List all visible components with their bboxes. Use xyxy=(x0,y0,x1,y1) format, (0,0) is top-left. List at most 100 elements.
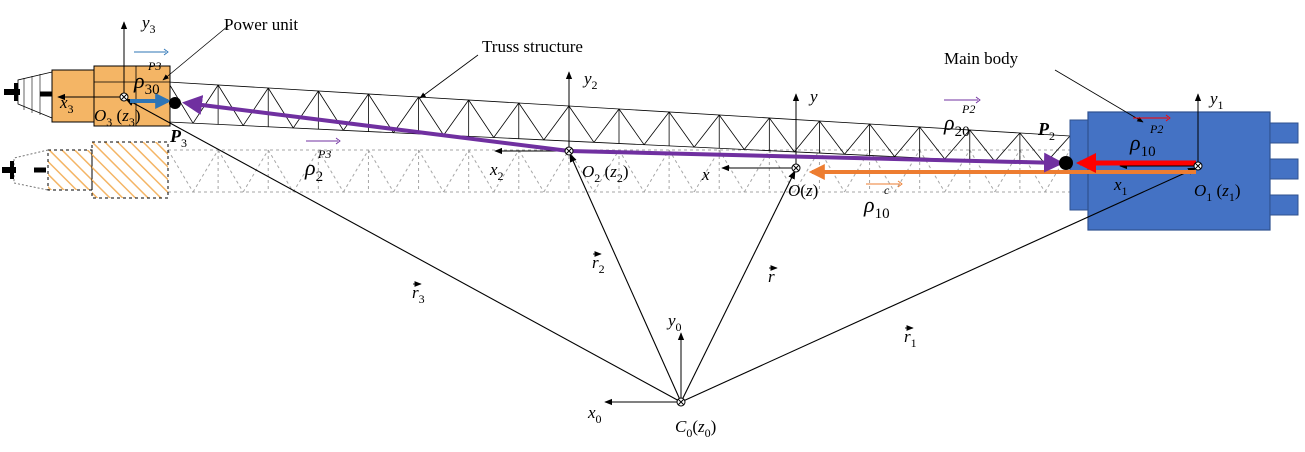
reference-truss-member xyxy=(643,149,670,193)
truss-member xyxy=(618,108,645,145)
truss-member xyxy=(769,117,795,153)
truss-member xyxy=(869,123,895,157)
truss-member xyxy=(794,120,820,153)
truss-member xyxy=(543,105,570,141)
reference-truss-member xyxy=(342,149,369,193)
truss-member xyxy=(267,87,294,129)
truss-member xyxy=(994,132,1021,162)
axis-y-label: y xyxy=(808,87,818,106)
reference-truss-member xyxy=(393,149,419,193)
label-rho2-p3: ρ2 P3 xyxy=(304,137,341,185)
origin-o1-label: O1 (z1) xyxy=(1194,181,1241,204)
truss-member xyxy=(493,102,520,138)
label-r3: r3 xyxy=(412,281,425,306)
truss-member xyxy=(743,117,770,150)
svg-text:ρ30: ρ30 xyxy=(133,68,160,98)
svg-text:P3: P3 xyxy=(147,59,161,73)
reference-truss-member xyxy=(618,149,645,193)
callout-leaders xyxy=(162,25,1144,123)
origin-c0-marker xyxy=(676,397,686,407)
origin-o2-label: O2 (z2) xyxy=(582,162,629,185)
reference-truss-member xyxy=(793,149,820,193)
reference-truss-member xyxy=(593,149,620,193)
axis-x-label: x xyxy=(701,165,710,184)
relative-vectors xyxy=(130,93,1196,180)
svg-text:P3: P3 xyxy=(317,147,331,161)
truss-member xyxy=(668,111,695,148)
reference-truss-member xyxy=(418,149,445,193)
point-p2-label: P2 xyxy=(1037,119,1055,143)
origin-o-label: O(z) xyxy=(788,181,818,200)
axis-x2-label: x2 xyxy=(489,160,504,183)
reference-truss-member xyxy=(743,149,770,193)
origin-o1-marker xyxy=(1193,161,1203,171)
vector-r xyxy=(680,170,796,403)
truss-member xyxy=(292,90,319,129)
truss-member xyxy=(443,99,469,136)
vector-r1 xyxy=(680,167,1197,403)
svg-text:ρ2: ρ2 xyxy=(304,155,323,185)
reference-truss-member xyxy=(217,149,244,193)
truss-member xyxy=(418,96,444,136)
origin-c0-label: C0(z0) xyxy=(675,417,716,440)
frame-o3-axes xyxy=(57,21,128,101)
axis-x1-label: x1 xyxy=(1113,175,1128,198)
frame-c0-axes xyxy=(604,332,685,406)
axis-y2-label: y2 xyxy=(582,69,598,92)
reference-truss-member xyxy=(543,149,570,193)
svg-text:c: c xyxy=(884,183,890,197)
reference-truss-member xyxy=(267,149,294,193)
truss-member xyxy=(468,99,495,138)
axis-x3-label: x3 xyxy=(59,93,74,116)
reference-truss-member xyxy=(368,149,394,193)
truss-member xyxy=(393,96,419,133)
point-p3-dot xyxy=(169,97,181,109)
axis-x0-label: x0 xyxy=(587,403,602,426)
reference-power-unit xyxy=(2,141,169,199)
truss-member xyxy=(894,126,920,157)
reference-truss-member xyxy=(317,149,344,193)
reference-truss-member xyxy=(167,149,194,193)
label-rho20-p2: ρ20 P2 xyxy=(943,96,981,140)
svg-text:r: r xyxy=(768,267,775,286)
reference-truss-member xyxy=(493,149,520,193)
truss-member xyxy=(317,90,344,131)
reference-truss-member xyxy=(242,149,269,193)
reference-truss-member xyxy=(292,149,319,193)
reference-truss-member xyxy=(192,149,219,193)
callout-main-body: Main body xyxy=(944,49,1019,68)
reference-truss-member xyxy=(668,149,695,193)
svg-text:r1: r1 xyxy=(904,327,917,350)
svg-text:ρ20: ρ20 xyxy=(943,110,970,140)
truss-member xyxy=(693,114,720,148)
truss-member xyxy=(368,93,394,133)
truss-member xyxy=(944,129,971,160)
truss-member xyxy=(568,105,595,143)
truss-member xyxy=(844,123,870,155)
svg-text:r3: r3 xyxy=(412,283,425,306)
truss-member xyxy=(643,111,670,145)
vector-r2 xyxy=(569,153,682,403)
origin-markers xyxy=(119,92,1203,407)
frame-o1-axes xyxy=(1119,93,1202,170)
truss-member xyxy=(518,102,545,141)
vector-rho2-p3 xyxy=(182,95,570,153)
axis-y1-label: y1 xyxy=(1208,89,1224,112)
truss-member xyxy=(819,120,845,155)
reference-truss-member xyxy=(718,149,745,193)
axis-y0-label: y0 xyxy=(666,311,682,334)
truss-member xyxy=(217,84,244,126)
reference-truss-member xyxy=(443,149,470,193)
point-p3-label: P3 xyxy=(169,126,187,150)
origin-o3-label: O3 (z3) xyxy=(94,106,141,129)
label-rho10-p2: ρ10 P2 xyxy=(1129,114,1171,160)
power-unit xyxy=(4,65,171,127)
reference-truss-member xyxy=(468,149,495,193)
origin-o2-marker xyxy=(564,146,574,156)
svg-text:P2: P2 xyxy=(1149,122,1163,136)
svg-text:P2: P2 xyxy=(961,102,975,116)
truss-member xyxy=(593,108,620,143)
point-p2-dot xyxy=(1059,156,1073,170)
truss-member xyxy=(969,129,996,162)
callout-power-unit: Power unit xyxy=(224,15,298,34)
